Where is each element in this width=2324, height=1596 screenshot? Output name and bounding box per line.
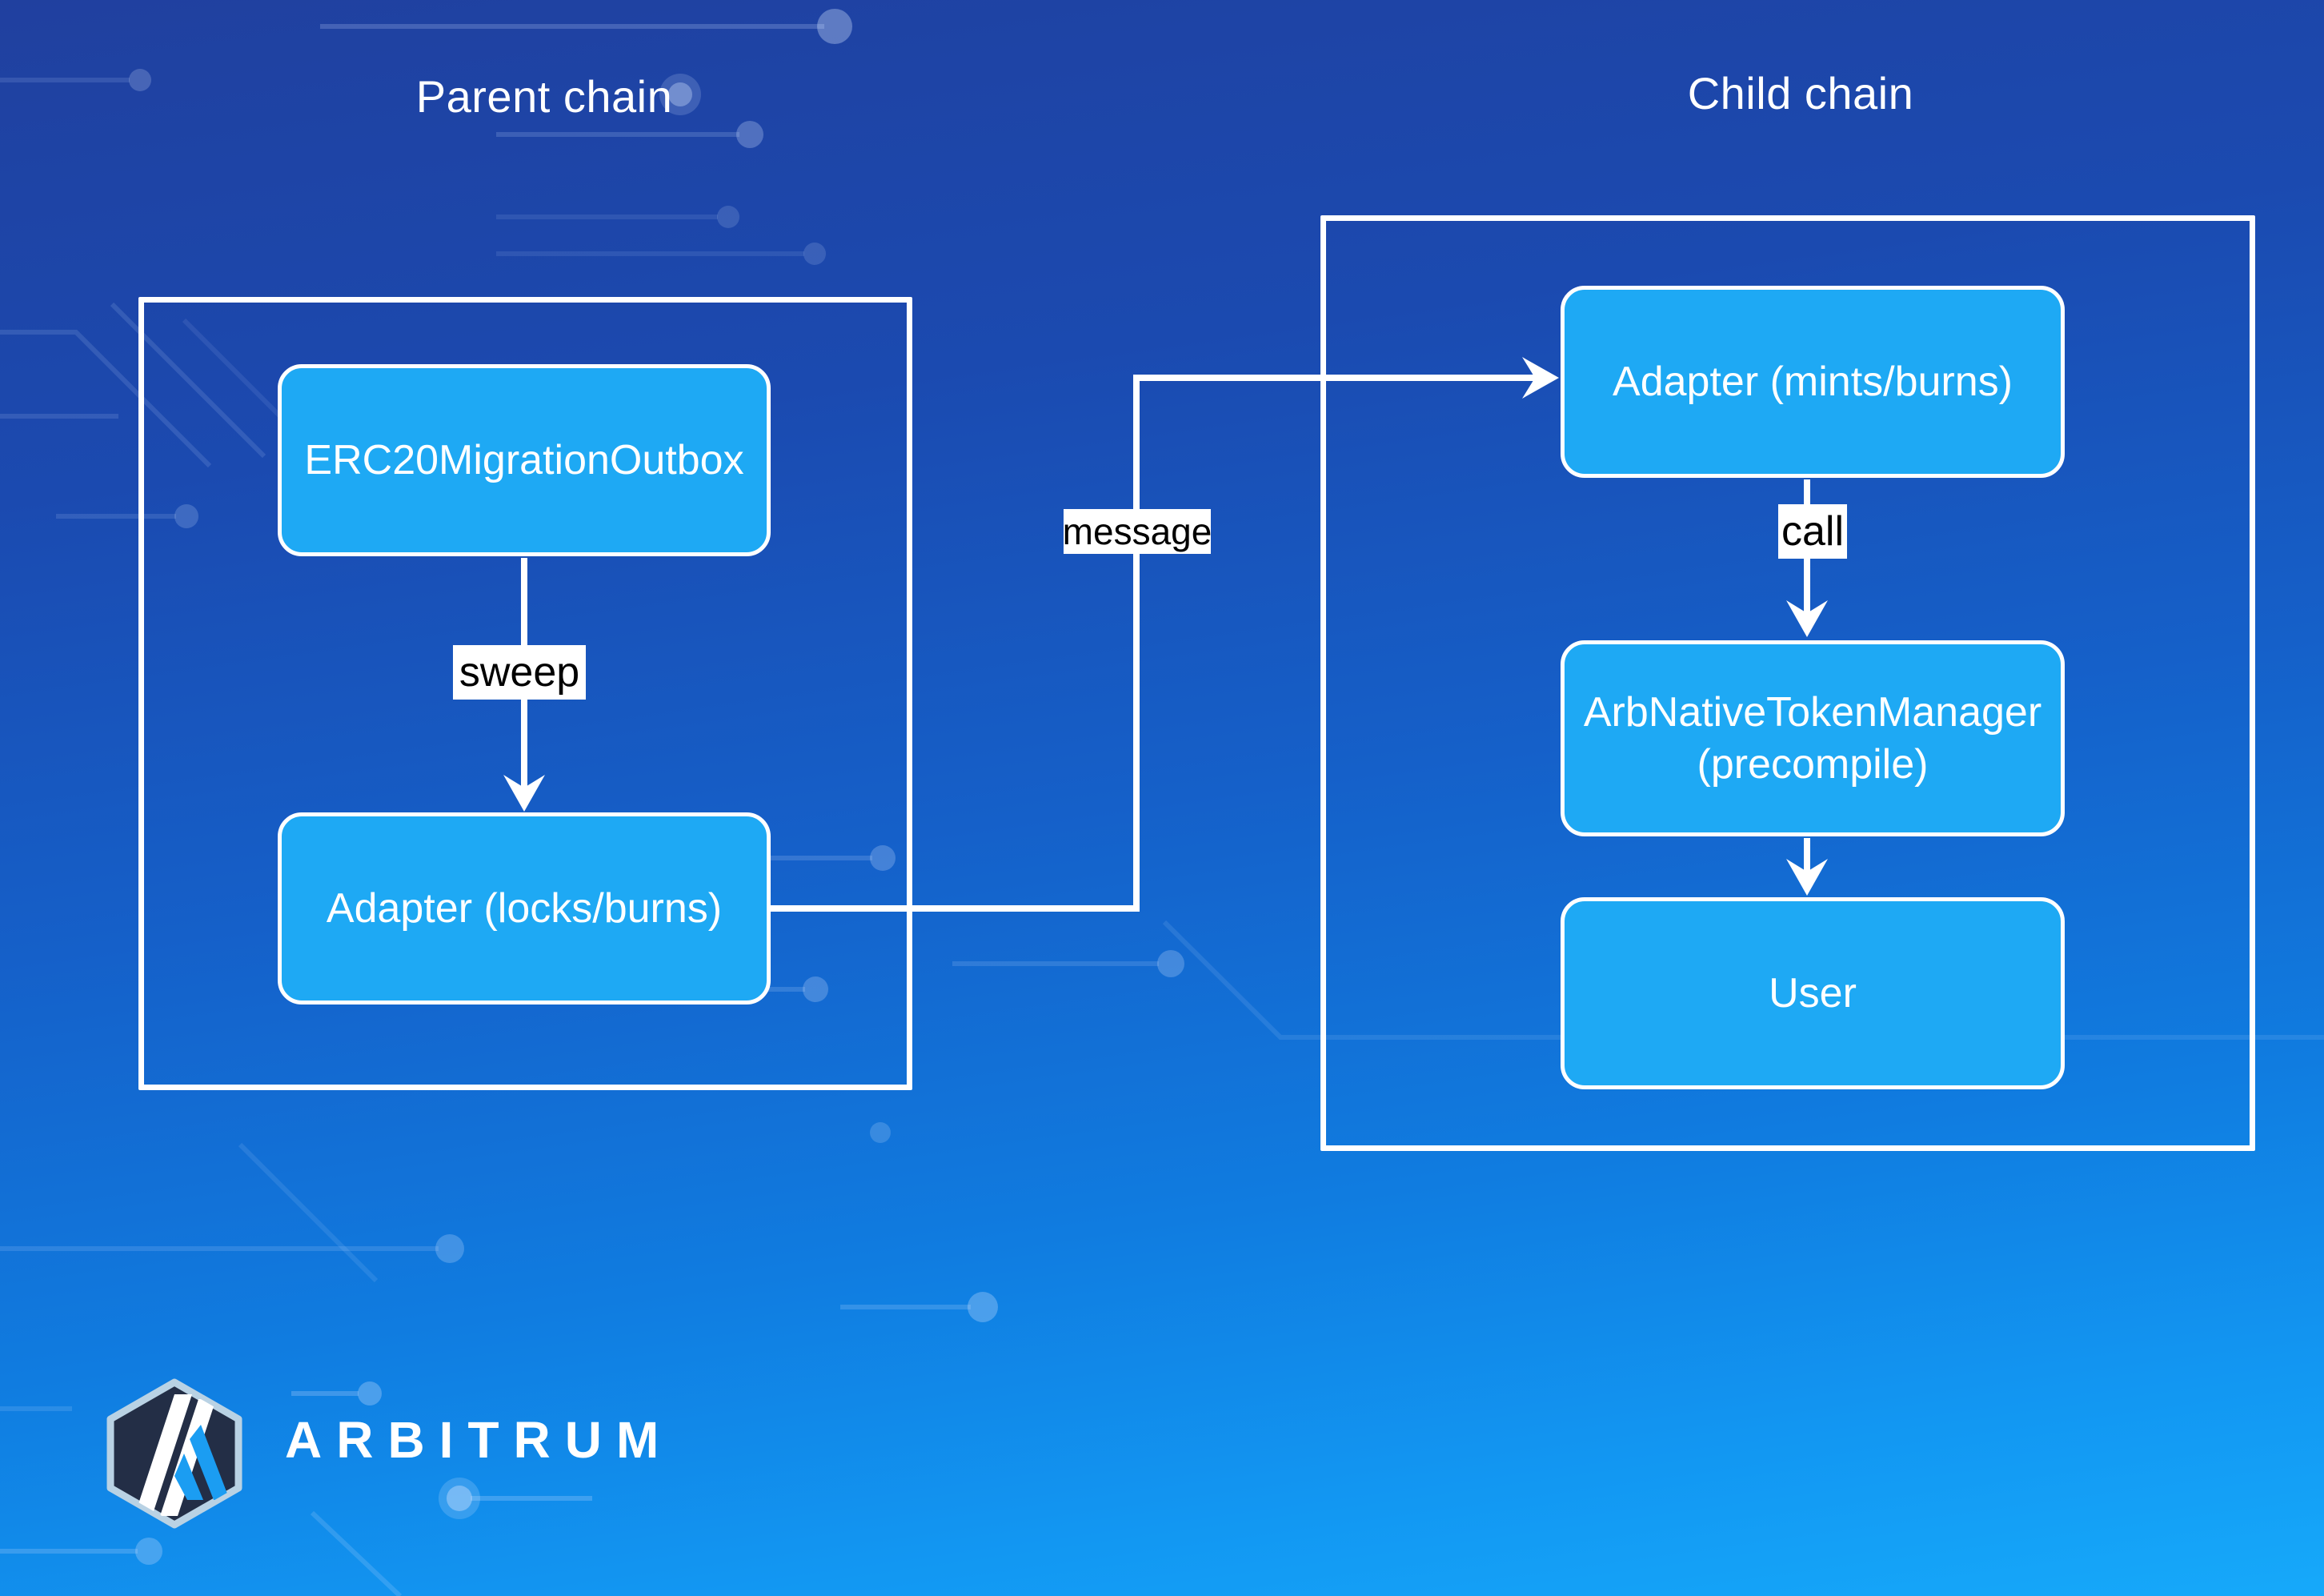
node-user: User bbox=[1561, 897, 2065, 1089]
edge-label-call: call bbox=[1778, 504, 1847, 559]
node-label: Adapter (mints/burns) bbox=[1613, 358, 2013, 405]
node-label: ERC20MigrationOutbox bbox=[304, 436, 744, 483]
node-adapter-locks-burns: Adapter (locks/burns) bbox=[278, 812, 771, 1005]
node-label: Adapter (locks/burns) bbox=[326, 884, 723, 932]
child-chain-container bbox=[1320, 215, 2255, 1151]
sweep-arrowhead-icon bbox=[503, 775, 545, 812]
edge-label-message: message bbox=[1062, 509, 1212, 554]
parent-chain-container bbox=[138, 297, 912, 1090]
parent-chain-title: Parent chain bbox=[415, 71, 673, 122]
child-chain-title: Child chain bbox=[1687, 68, 1914, 118]
node-arbnativetokenmanager: ArbNativeTokenManager (precompile) bbox=[1561, 640, 2065, 836]
node-label-line2: (precompile) bbox=[1697, 740, 1929, 788]
node-label-line1: ArbNativeTokenManager bbox=[1583, 689, 2042, 736]
message-connector-line bbox=[769, 375, 1537, 912]
edge-label-sweep: sweep bbox=[453, 645, 586, 700]
manager-to-user-arrowhead-icon bbox=[1786, 859, 1828, 896]
call-arrowhead-icon bbox=[1786, 600, 1828, 637]
node-adapter-mints-burns: Adapter (mints/burns) bbox=[1561, 286, 2065, 478]
arbitrum-wordmark: ARBITRUM bbox=[285, 1411, 674, 1469]
message-arrowhead-icon bbox=[1522, 357, 1559, 399]
node-label: User bbox=[1769, 969, 1857, 1017]
arbitrum-logo-icon bbox=[106, 1378, 242, 1529]
node-erc20migrationoutbox: ERC20MigrationOutbox bbox=[278, 364, 771, 556]
